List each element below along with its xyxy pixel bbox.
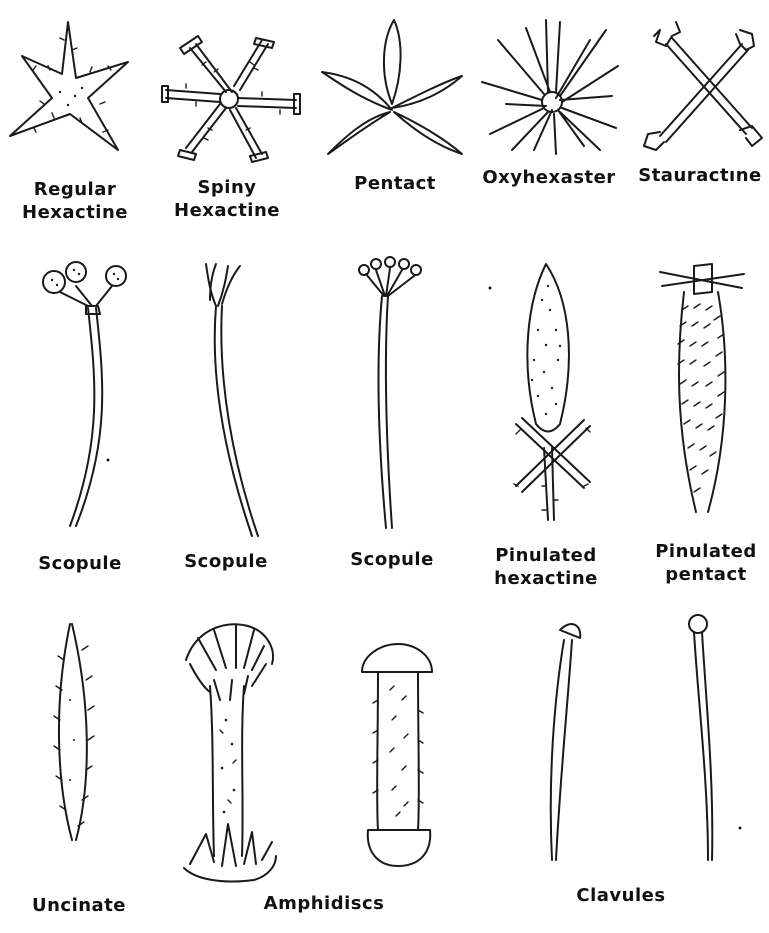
label-pinulated-hexactine: Pinulated hexactine <box>488 544 604 590</box>
label-clavules: Clavules <box>566 884 676 907</box>
stauractine-drawing <box>644 22 762 150</box>
clavule-1-drawing <box>551 624 581 860</box>
scopule-2-drawing <box>206 264 258 536</box>
label-pentact: Pentact <box>345 172 445 195</box>
label-stauractine: Stauractıne <box>636 164 764 187</box>
label-spiny-hexactine: Spiny Hexactine <box>172 176 282 222</box>
label-uncinate: Uncinate <box>24 894 134 917</box>
spiny-hexactine-drawing <box>162 36 300 162</box>
amphidisc-2-drawing <box>362 644 432 866</box>
scopule-3-drawing <box>359 257 421 528</box>
label-oxyhexaster: Oxyhexaster <box>466 166 632 189</box>
pentact-drawing <box>322 20 462 154</box>
label-scopule-3: Scopule <box>342 548 442 571</box>
amphidisc-1-drawing <box>184 624 276 881</box>
oxyhexaster-drawing <box>482 20 618 154</box>
label-regular-hexactine: Regular Hexactine <box>20 178 130 224</box>
clavule-2-drawing <box>689 615 712 860</box>
label-pinulated-pentact: Pinulated pentact <box>648 540 764 586</box>
label-scopule-1: Scopule <box>30 552 130 575</box>
label-scopule-2: Scopule <box>176 550 276 573</box>
label-amphidiscs: Amphidiscs <box>254 892 394 915</box>
scopule-1-drawing <box>43 262 126 526</box>
pinulated-hexactine-drawing <box>514 264 590 520</box>
uncinate-drawing <box>54 624 94 840</box>
regular-hexactine-drawing <box>10 22 128 150</box>
pinulated-pentact-drawing <box>660 264 744 512</box>
